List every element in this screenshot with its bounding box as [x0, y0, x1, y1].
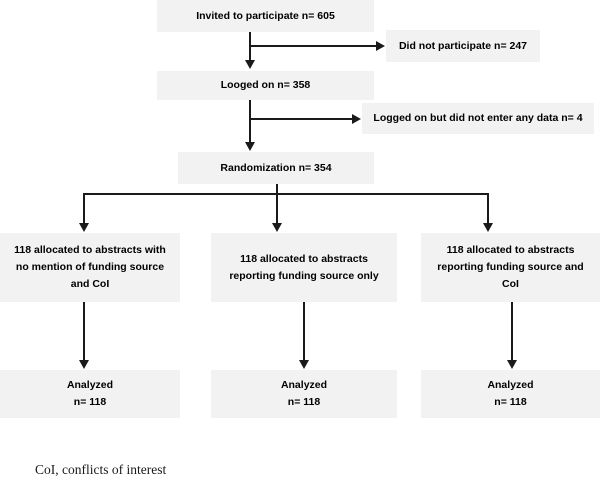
connector-alloc-left-to-analyzed: [83, 302, 85, 362]
alloc-mid-line-2: reporting funding source only: [229, 269, 379, 282]
connector-loggedon-to-nodata: [249, 118, 353, 120]
connector-alloc-middle-to-analyzed: [303, 302, 305, 362]
node-logged-on-no-data: Logged on but did not enter any data n= …: [362, 103, 594, 134]
node-randomization: Randomization n= 354: [178, 152, 374, 184]
analyzed-left-line-2: n= 118: [73, 396, 107, 408]
node-logged-on: Looged on n= 358: [157, 71, 374, 100]
connector-branch-left: [83, 193, 85, 225]
footnote-coi-abbreviation: CoI, conflicts of interest: [35, 462, 167, 477]
analyzed-mid-line-2: n= 118: [287, 396, 321, 408]
arrowhead-didnotparticipate: [376, 41, 385, 51]
node-logged-on-no-data-label: Logged on but did not enter any data n= …: [373, 112, 583, 124]
alloc-mid-line-1: 118 allocated to abstracts: [240, 252, 368, 265]
node-allocation-right: 118 allocated to abstracts reporting fun…: [421, 233, 600, 302]
node-analyzed-right: Analyzed n= 118: [421, 370, 600, 418]
node-allocation-left-label: 118 allocated to abstracts with no menti…: [6, 242, 174, 293]
alloc-left-line-2: no mention of funding source: [15, 261, 165, 273]
node-invited-label: Invited to participate n= 605: [196, 9, 335, 22]
arrowhead-invited-to-loggedon: [245, 60, 255, 69]
arrowhead-loggedon-to-randomization: [245, 142, 255, 151]
arrowhead-branch-middle: [272, 223, 282, 232]
node-invited: Invited to participate n= 605: [157, 0, 374, 32]
connector-branch-middle: [276, 193, 278, 225]
arrowhead-analyzed-middle: [299, 360, 309, 369]
alloc-left-line-1: 118 allocated to abstracts with: [14, 244, 166, 256]
connector-randomization-stem: [276, 184, 278, 193]
connector-invited-to-didnotparticipate: [249, 45, 377, 47]
arrowhead-nodata: [352, 114, 361, 124]
analyzed-right-line-1: Analyzed: [487, 379, 534, 391]
connector-invited-to-loggedon: [249, 32, 251, 62]
node-allocation-left: 118 allocated to abstracts with no menti…: [0, 233, 180, 302]
node-analyzed-middle: Analyzed n= 118: [211, 370, 397, 418]
node-analyzed-left-label: Analyzed n= 118: [6, 377, 174, 411]
alloc-left-line-3: and CoI: [70, 278, 110, 290]
alloc-right-line-2: reporting funding source and: [437, 261, 584, 273]
analyzed-right-line-2: n= 118: [494, 396, 527, 408]
alloc-right-line-3: CoI: [502, 278, 519, 290]
alloc-right-line-1: 118 allocated to abstracts: [446, 244, 575, 256]
node-randomization-label: Randomization n= 354: [220, 161, 332, 174]
node-logged-on-label: Looged on n= 358: [220, 79, 311, 91]
node-analyzed-left: Analyzed n= 118: [0, 370, 180, 418]
arrowhead-analyzed-left: [79, 360, 89, 369]
node-did-not-participate: Did not participate n= 247: [386, 30, 540, 62]
arrowhead-branch-right: [483, 223, 493, 232]
connector-loggedon-to-randomization: [249, 100, 251, 144]
connector-alloc-right-to-analyzed: [511, 302, 513, 362]
node-analyzed-right-label: Analyzed n= 118: [427, 377, 594, 411]
arrowhead-analyzed-right: [507, 360, 517, 369]
node-did-not-participate-label: Did not participate n= 247: [398, 39, 528, 52]
arrowhead-branch-left: [79, 223, 89, 232]
node-allocation-right-label: 118 allocated to abstracts reporting fun…: [427, 242, 594, 293]
analyzed-mid-line-1: Analyzed: [280, 379, 328, 391]
connector-randomization-bus: [83, 193, 487, 195]
connector-branch-right: [487, 193, 489, 225]
node-analyzed-middle-label: Analyzed n= 118: [217, 377, 391, 411]
node-allocation-middle-label: 118 allocated to abstracts reporting fun…: [217, 251, 391, 285]
analyzed-left-line-1: Analyzed: [66, 379, 114, 391]
node-allocation-middle: 118 allocated to abstracts reporting fun…: [211, 233, 397, 302]
